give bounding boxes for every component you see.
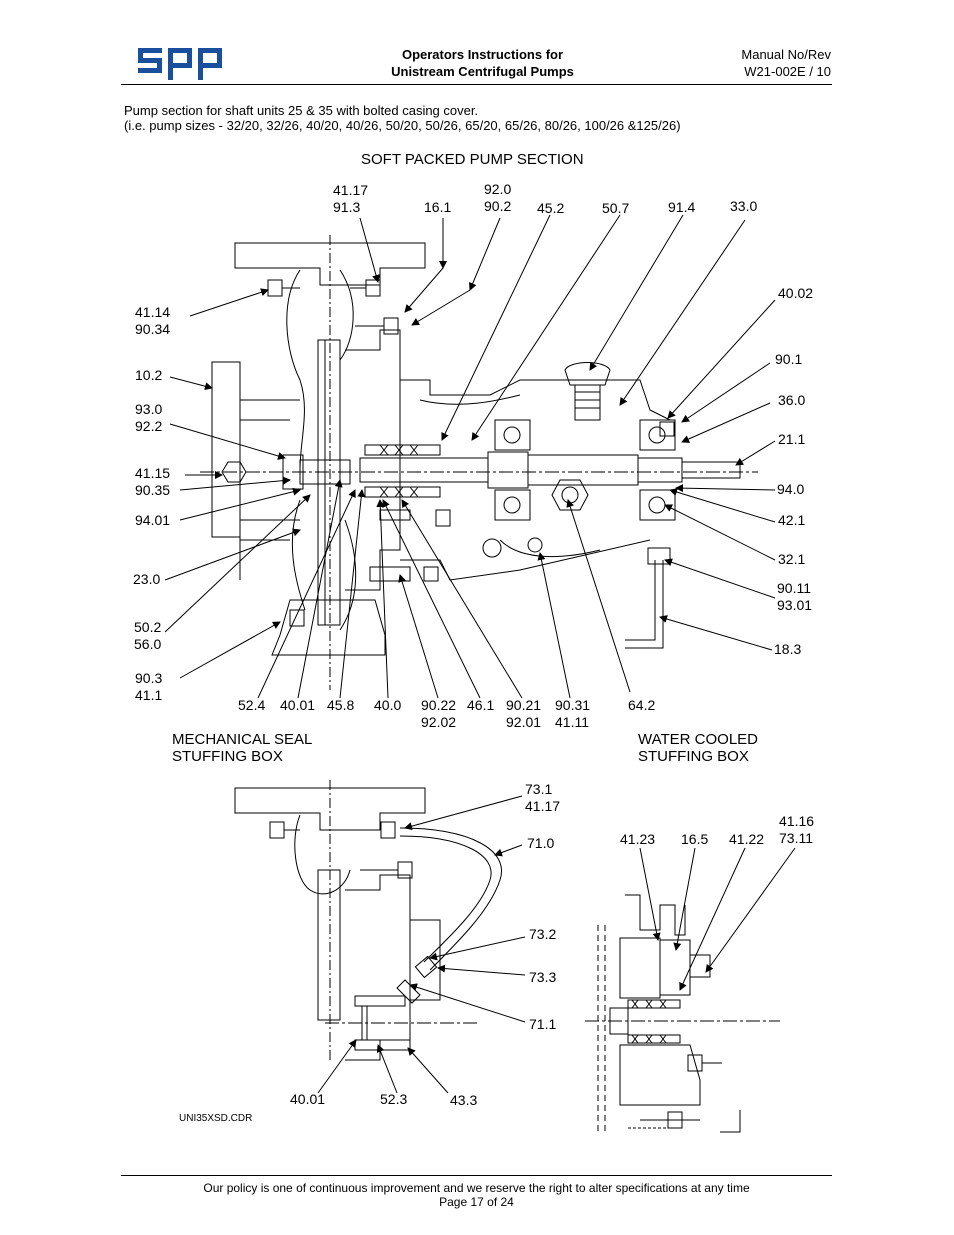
file-reference: UNI35XSD.CDR: [179, 1113, 253, 1124]
label-90-1: 90.1: [775, 351, 803, 367]
label-text: 92.02: [421, 714, 457, 730]
label-text: 90.31: [555, 697, 591, 713]
label-50-7: 50.7: [602, 200, 630, 216]
manual-number: Manual No/Rev W21-002E / 10: [640, 46, 831, 80]
label-text: 93.01: [777, 597, 813, 613]
label-91-4: 91.4: [668, 199, 696, 215]
title-line: STUFFING BOX: [638, 748, 749, 765]
manual-line-2: W21-002E / 10: [744, 64, 831, 79]
label-71-0: 71.0: [527, 835, 555, 851]
label-23-0: 23.0: [133, 571, 161, 587]
label-text: 92.0: [484, 181, 512, 197]
label-73-3: 73.3: [529, 969, 557, 985]
label-text: 50.2: [134, 619, 162, 635]
label-16-5: 16.5: [681, 831, 709, 847]
intro-line-1: Pump section for shaft units 25 & 35 wit…: [124, 103, 479, 118]
header-rule: [121, 84, 832, 85]
label-text: 41.16: [779, 813, 815, 829]
spp-logo: [138, 44, 224, 80]
manual-line-1: Manual No/Rev: [741, 47, 831, 62]
label-43-3: 43.3: [450, 1092, 478, 1108]
label-52-4: 52.4: [238, 697, 266, 713]
label-text: 90.3: [135, 670, 163, 686]
label-21-1: 21.1: [778, 431, 806, 447]
label-40-0: 40.0: [374, 697, 402, 713]
label-73-2: 73.2: [529, 926, 557, 942]
label-text: 92.2: [135, 418, 163, 434]
intro-line-2: (i.e. pump sizes - 32/20, 32/26, 40/20, …: [124, 118, 681, 133]
label-71-1: 71.1: [529, 1016, 557, 1032]
intro-text: Pump section for shaft units 25 & 35 wit…: [124, 103, 681, 133]
footer-policy: Our policy is one of continuous improvem…: [203, 1181, 750, 1195]
title-line: STUFFING BOX: [172, 748, 283, 765]
page-number: Page 17 of 24: [439, 1195, 514, 1209]
label-text: 41.17: [333, 182, 369, 198]
label-41-23: 41.23: [620, 831, 656, 847]
footer-rule: [121, 1175, 832, 1176]
label-40-01: 40.01: [280, 697, 316, 713]
footer: Our policy is one of continuous improvem…: [121, 1181, 832, 1209]
label-text: 92.01: [506, 714, 542, 730]
title-line-1: Operators Instructions for: [401, 47, 564, 62]
label-16-1: 16.1: [424, 199, 452, 215]
label-text: 56.0: [134, 636, 162, 652]
label-text: 41.15: [135, 465, 171, 481]
title-line: WATER COOLED: [638, 731, 759, 748]
label-text: 90.11: [777, 580, 811, 596]
label-42-1: 42.1: [778, 512, 806, 528]
label-41-22: 41.22: [729, 831, 765, 847]
title-line-2: Unistream Centrifugal Pumps: [391, 64, 574, 79]
label-text: 91.3: [333, 199, 361, 215]
label-text: 41.11: [555, 714, 589, 730]
label-36-0: 36.0: [778, 392, 806, 408]
label-text: 41.1: [135, 687, 163, 703]
label-text: 73.1: [525, 781, 553, 797]
label-52-3: 52.3: [380, 1091, 408, 1107]
label-text: 73.11: [779, 830, 813, 846]
title-line: MECHANICAL SEAL: [172, 731, 313, 748]
label-text: 90.34: [135, 321, 171, 337]
label-text: 93.0: [135, 401, 163, 417]
document-title: Operators Instructions for Unistream Cen…: [340, 46, 625, 80]
label-text: 90.35: [135, 482, 171, 498]
label-text: 41.14: [135, 304, 171, 320]
label-45-2: 45.2: [537, 200, 565, 216]
label-text: 90.21: [506, 697, 542, 713]
soft-packed-title: SOFT PACKED PUMP SECTION: [361, 151, 584, 168]
label-94-0: 94.0: [777, 481, 805, 497]
label-10-2: 10.2: [135, 367, 163, 383]
label-40-02: 40.02: [778, 285, 814, 301]
label-64-2: 64.2: [628, 697, 656, 713]
label-text: 90.2: [484, 198, 512, 214]
label-94-01: 94.01: [135, 512, 171, 528]
label-45-8: 45.8: [327, 697, 355, 713]
label-18-3: 18.3: [774, 641, 802, 657]
label-32-1: 32.1: [778, 551, 806, 567]
label-40-01-bottom: 40.01: [290, 1091, 326, 1107]
label-46-1: 46.1: [467, 697, 495, 713]
label-text: 90.22: [421, 697, 457, 713]
label-33-0: 33.0: [730, 198, 758, 214]
label-text: 41.17: [525, 798, 561, 814]
